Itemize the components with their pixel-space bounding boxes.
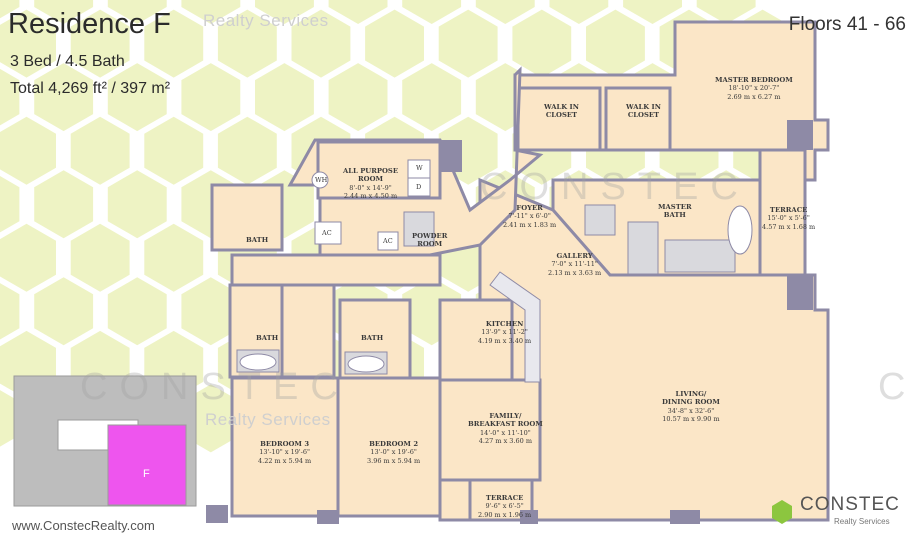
terrace-family — [468, 478, 534, 522]
logo-services: Realty Services — [834, 517, 890, 526]
hexagon-tile — [0, 223, 56, 292]
hexagon-tile — [328, 0, 388, 24]
brand-watermark-1: CONSTEC — [480, 166, 750, 208]
hexagon-tile — [438, 9, 498, 78]
kitchen-counter — [489, 271, 541, 383]
hexagon-tile — [512, 9, 572, 78]
label-bath-left: BATH — [256, 334, 279, 342]
walk-in-closet-1 — [516, 86, 602, 152]
logo-name: CONSTEC — [800, 494, 900, 515]
key-plan-map — [13, 375, 197, 507]
hexagon-tile — [475, 0, 535, 24]
beds-baths: 3 Bed / 4.5 Bath — [10, 53, 125, 70]
hexagon-tile — [144, 116, 204, 185]
constec-logo-icon — [772, 500, 792, 524]
hexagon-tile — [365, 9, 424, 78]
hexagon-tile — [181, 277, 241, 346]
water-heater-label: WH — [315, 176, 328, 184]
master-tub — [727, 205, 753, 255]
hexagon-tile — [70, 223, 130, 292]
hexagon-tile — [328, 63, 388, 132]
hexagon-tile — [217, 9, 277, 78]
brand-watermark-2: CONSTEC — [80, 366, 350, 408]
bedroom-2 — [336, 376, 442, 518]
constec-logo: CONSTEC Realty Services — [760, 490, 908, 534]
hexagon-tile — [402, 0, 462, 24]
unit-f-highlight — [107, 424, 187, 506]
hexagon-tile — [217, 116, 277, 185]
hexagon-tile — [291, 9, 351, 78]
brand-watermark-3: CONSTEC — [878, 366, 918, 408]
label-bath-top: BATH — [246, 236, 269, 244]
hexagon-tile — [255, 63, 314, 132]
hexagon-tile — [181, 0, 241, 24]
dryer-label: D — [416, 183, 422, 191]
hexagon-tile — [0, 175, 20, 233]
hexagon-tile — [107, 63, 167, 132]
hexagon-tile — [144, 9, 204, 78]
total-area: Total 4,269 ft² / 397 m² — [10, 80, 171, 97]
hexagon-tile — [34, 170, 94, 239]
label-bath-mid: BATH — [361, 334, 384, 342]
hexagon-tile — [107, 277, 167, 346]
hexagon-tile — [0, 0, 20, 19]
hexagon-tile — [181, 63, 241, 132]
hexagon-tile — [586, 9, 645, 78]
hexagon-tile — [70, 116, 130, 185]
hexagon-tile — [549, 0, 609, 24]
terrace-master — [758, 148, 807, 277]
hexagon-tile — [0, 9, 56, 78]
tub-left — [239, 353, 277, 371]
hexagon-tile — [34, 277, 94, 346]
floors-range: Floors 41 - 66 — [788, 14, 906, 35]
appliances — [311, 159, 431, 251]
hexagon-tile — [107, 170, 167, 239]
kitchen — [438, 298, 514, 382]
realty-watermark: Realty Services — [203, 11, 329, 30]
bath-top-left — [210, 183, 284, 252]
keyplan-unit-label: F — [143, 468, 150, 480]
page-title: Residence F — [8, 8, 171, 40]
closets-left — [280, 283, 336, 379]
hexagon-tile — [34, 63, 94, 132]
ac-label-2: AC — [383, 237, 393, 245]
columns — [206, 120, 813, 524]
walk-in-closet-2 — [604, 86, 672, 152]
website-link[interactable]: www.ConstecRealty.com — [12, 518, 155, 533]
washer-label: W — [416, 164, 423, 172]
hexagon-tile — [696, 0, 756, 24]
hexagon-tile — [107, 0, 167, 24]
hexagon-tile — [402, 63, 462, 132]
corridor — [230, 253, 442, 287]
hexagon-tile — [34, 0, 94, 24]
bath-mid — [338, 298, 412, 380]
tub-mid — [347, 355, 385, 373]
ac-label-1: AC — [322, 229, 332, 237]
realty-watermark-2: Realty Services — [205, 410, 331, 429]
hexagon-tile — [70, 9, 130, 78]
hexagon-tile — [623, 0, 682, 24]
hexagon-tile — [0, 68, 20, 126]
hexagon-tile — [0, 283, 20, 340]
hexagon-tile — [0, 116, 56, 185]
hexagon-tile — [144, 223, 204, 292]
hexagon-tile — [255, 0, 314, 24]
